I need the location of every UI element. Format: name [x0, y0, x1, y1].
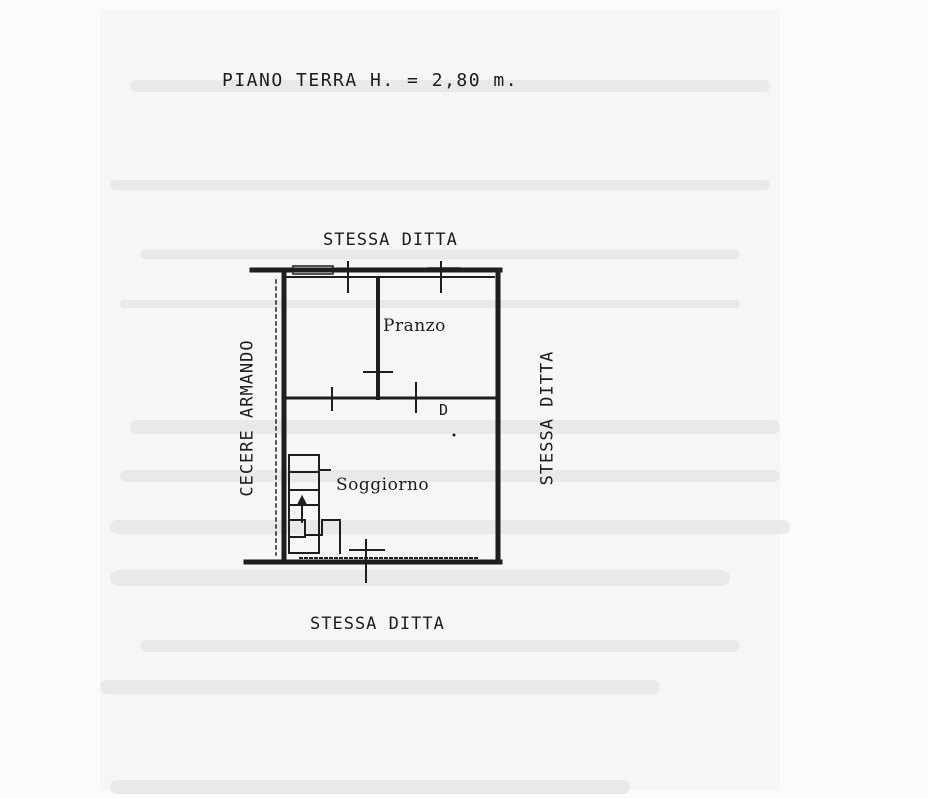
outer-walls: [243, 267, 503, 565]
neighbor-label-top: STESSA DITTA: [323, 230, 458, 250]
bottom-door-mark: [349, 539, 385, 583]
door-letter-mark: D: [439, 401, 449, 419]
window-marks: [292, 261, 461, 293]
room-label-soggiorno: Soggiorno: [336, 475, 430, 495]
floor-title: PIANO TERRA H. = 2,80 m.: [222, 70, 519, 91]
point-mark: [452, 433, 456, 437]
room-label-pranzo: Pranzo: [383, 316, 446, 336]
door-marks: [331, 359, 417, 413]
neighbor-label-bottom: STESSA DITTA: [310, 614, 445, 634]
staircase: [288, 454, 341, 554]
